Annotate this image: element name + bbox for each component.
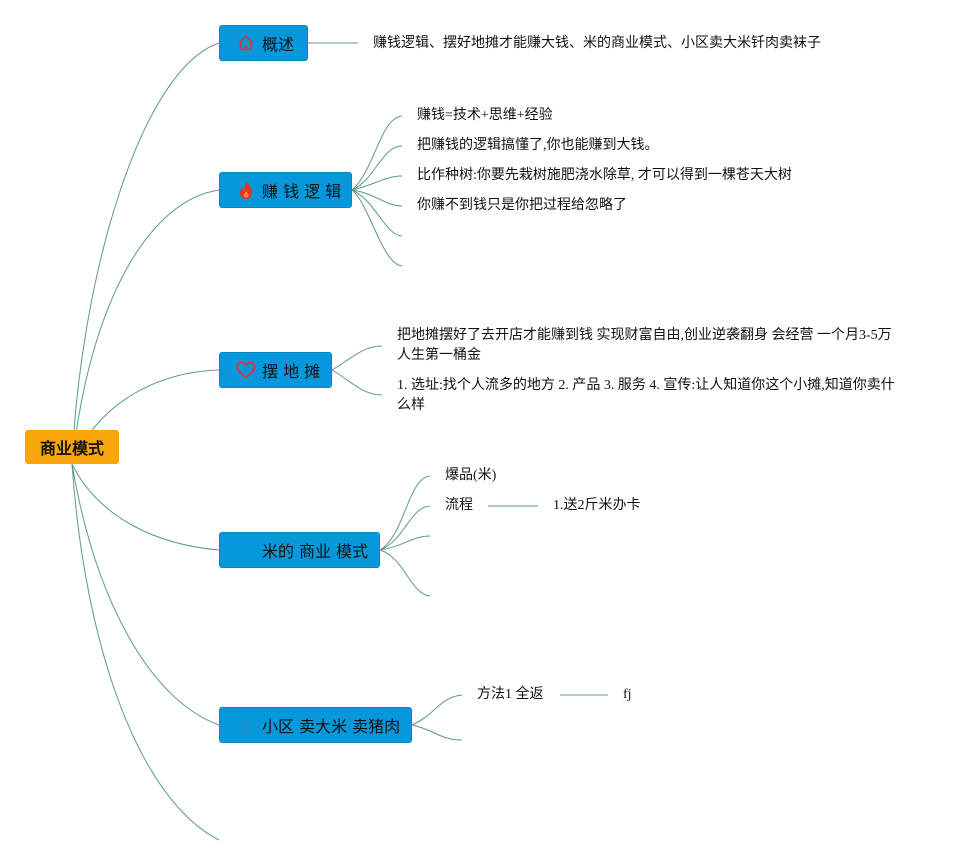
stall-item-text: 把地摊摆好了去开店才能赚到钱 实现财富自由,创业逆袭翻身 会经营 一个月3-5万…	[397, 328, 892, 363]
connector-stall-2	[331, 369, 383, 396]
root-topic-label: 商业模式	[39, 439, 104, 458]
connector-stall-1	[331, 345, 383, 371]
root-topic[interactable]: 商业模式	[25, 430, 119, 464]
blank-icon	[236, 540, 256, 560]
logic-item[interactable]: 赚钱=技术+思维+经验	[417, 106, 553, 126]
connector-root-community	[71, 463, 220, 726]
logic-item[interactable]: 你赚不到钱只是你把过程给忽略了	[417, 196, 627, 216]
connector-rice-1	[379, 475, 431, 551]
home-icon	[236, 33, 256, 53]
connector-root-logic	[71, 189, 220, 465]
heart-icon	[236, 360, 256, 380]
connector-logic-6	[351, 189, 403, 267]
logic-item-text: 你赚不到钱只是你把过程给忽略了	[417, 198, 627, 213]
connector-logic-2	[351, 145, 403, 191]
topic-overview[interactable]: 概述	[219, 25, 308, 61]
rice-process-detail[interactable]: 1.送2斤米办卡	[553, 496, 641, 516]
community-detail-text: fj	[623, 687, 632, 702]
logic-item[interactable]: 把赚钱的逻辑搞懂了,你也能赚到大钱。	[417, 136, 659, 156]
connector-logic-1	[351, 115, 403, 191]
rice-process-detail-text: 1.送2斤米办卡	[553, 498, 641, 513]
connector-root-overview	[71, 42, 220, 465]
person-icon	[236, 715, 256, 735]
rice-item-text: 爆品(米)	[445, 468, 497, 483]
topic-rice-label: 米的 商业 模式	[262, 542, 369, 561]
logic-item-text: 把赚钱的逻辑搞懂了,你也能赚到大钱。	[417, 138, 659, 153]
connector-logic-4	[351, 189, 403, 207]
topic-logic[interactable]: 赚 钱 逻 辑	[219, 172, 352, 208]
rice-item[interactable]: 流程	[445, 496, 473, 516]
topic-stall[interactable]: 摆 地 摊	[219, 352, 332, 388]
fire-icon	[236, 180, 256, 200]
topic-community[interactable]: 小区 卖大米 卖猪肉	[219, 707, 412, 743]
connector-rice-4	[379, 549, 431, 597]
overview-note[interactable]: 赚钱逻辑、摆好地摊才能赚大钱、米的商业模式、小区卖大米钎肉卖袜子	[373, 34, 821, 54]
community-item[interactable]: 方法1 全返	[477, 685, 544, 705]
logic-item[interactable]: 比作种树:你要先栽树施肥浇水除草, 才可以得到一棵苍天大树	[417, 166, 792, 186]
community-detail[interactable]: fj	[623, 685, 632, 705]
topic-logic-label: 赚 钱 逻 辑	[262, 182, 342, 201]
stall-item[interactable]: 1. 选址:找个人流多的地方 2. 产品 3. 服务 4. 宣传:让人知道你这个…	[397, 376, 897, 416]
topic-community-label: 小区 卖大米 卖猪肉	[262, 717, 401, 736]
connector-root-empty	[71, 463, 220, 841]
rice-item-text: 流程	[445, 498, 473, 513]
overview-note-text: 赚钱逻辑、摆好地摊才能赚大钱、米的商业模式、小区卖大米钎肉卖袜子	[373, 36, 821, 51]
connector-logic-3	[351, 175, 403, 191]
rice-item[interactable]: 爆品(米)	[445, 466, 496, 486]
connector-logic-5	[351, 189, 403, 237]
connector-community-1	[411, 694, 463, 726]
topic-rice[interactable]: 米的 商业 模式	[219, 532, 380, 568]
connector-rice-3	[379, 535, 431, 551]
topic-overview-label: 概述	[262, 35, 295, 54]
logic-item-text: 赚钱=技术+思维+经验	[417, 108, 553, 123]
logic-item-text: 比作种树:你要先栽树施肥浇水除草, 才可以得到一棵苍天大树	[417, 168, 792, 183]
connector-rice-2	[379, 505, 431, 551]
stall-item[interactable]: 把地摊摆好了去开店才能赚到钱 实现财富自由,创业逆袭翻身 会经营 一个月3-5万…	[397, 326, 897, 366]
connector-root-rice	[71, 463, 220, 551]
connector-community-2	[411, 724, 463, 741]
stall-item-text: 1. 选址:找个人流多的地方 2. 产品 3. 服务 4. 宣传:让人知道你这个…	[397, 378, 895, 413]
community-item-text: 方法1 全返	[477, 687, 544, 702]
topic-stall-label: 摆 地 摊	[262, 362, 321, 381]
